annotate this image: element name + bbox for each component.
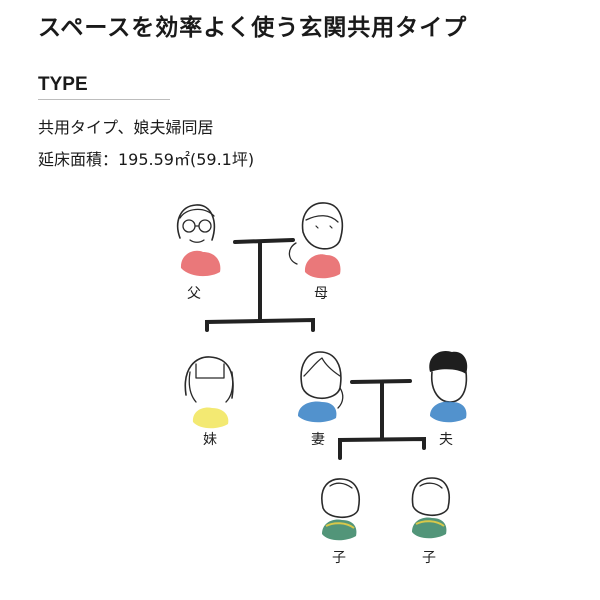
mother-label: 母 <box>314 286 328 302</box>
mother-shirt <box>304 254 341 279</box>
tree-connectors <box>205 238 426 460</box>
father-shirt <box>180 250 221 277</box>
mother-figure: 母 <box>288 202 344 302</box>
type-description: 共用タイプ、娘夫婦同居 <box>38 118 214 137</box>
sister-figure: 妹 <box>184 356 234 448</box>
sister-label: 妹 <box>203 432 217 448</box>
child2-figure: 子 <box>411 477 450 566</box>
wife-figure: 妻 <box>298 351 344 448</box>
wife-label: 妻 <box>311 432 325 448</box>
child1-figure: 子 <box>321 478 360 566</box>
husband-label: 夫 <box>439 432 453 448</box>
type-heading: TYPE <box>38 74 88 95</box>
child2-label: 子 <box>422 550 436 566</box>
father-label: 父 <box>187 286 201 302</box>
husband-shirt <box>430 401 467 423</box>
page-title: スペースを効率よく使う玄関共用タイプ <box>38 15 468 41</box>
type-divider <box>38 99 170 100</box>
child1-label: 子 <box>332 550 346 566</box>
father-figure: 父 <box>176 204 221 302</box>
sister-shirt <box>192 407 229 429</box>
wife-shirt <box>298 401 337 423</box>
husband-figure: 夫 <box>429 350 468 448</box>
floor-area: 延床面積：195.59㎡(59.1坪) <box>38 150 255 169</box>
